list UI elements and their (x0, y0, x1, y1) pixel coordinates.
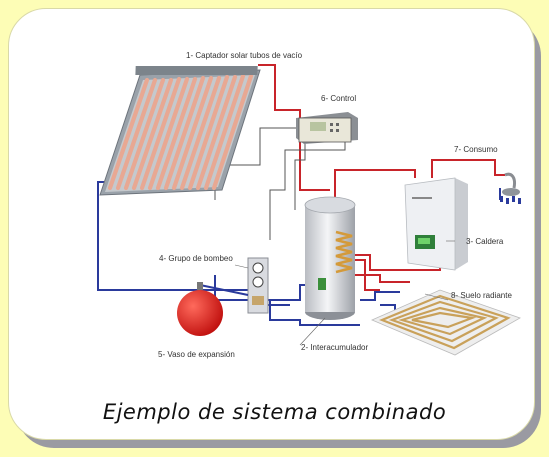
label-control: 6- Control (321, 94, 356, 103)
label-storage-tank: 2- Interacumulador (301, 343, 368, 352)
label-expansion-vessel: 5- Vaso de expansión (158, 350, 235, 359)
label-collector: 1- Captador solar tubos de vacío (186, 51, 303, 60)
pump-group (247, 257, 269, 314)
label-boiler: 3- Caldera (466, 237, 504, 246)
shower-head (500, 172, 521, 204)
label-pump-group: 4- Grupo de bombeo (159, 254, 233, 263)
solar-collector (99, 66, 261, 196)
caption: Ejemplo de sistema combinado (102, 400, 447, 424)
expansion-vessel (177, 282, 249, 336)
storage-tank (304, 196, 356, 320)
boiler (404, 177, 468, 271)
label-consumption: 7- Consumo (454, 145, 498, 154)
control-unit (296, 112, 358, 144)
label-floor-heating: 8- Suelo radiante (451, 291, 512, 300)
floor-heating-coil (370, 289, 521, 356)
leader-lines (234, 240, 455, 346)
